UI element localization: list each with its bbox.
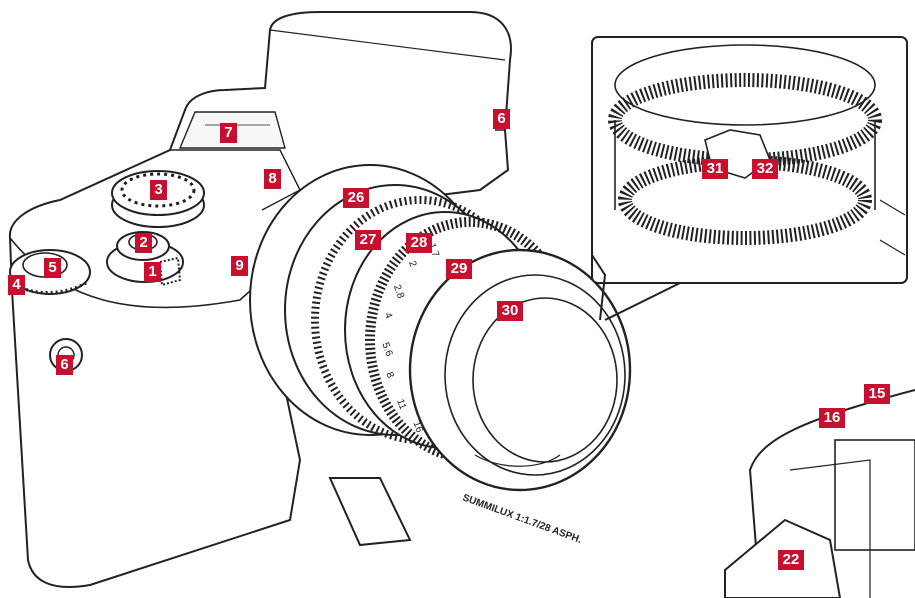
callout-5: 5 xyxy=(44,258,61,278)
lens-engraving: SUMMILUX 1:1.7/28 ASPH. xyxy=(461,492,583,545)
callout-28: 28 xyxy=(406,233,432,253)
callout-32: 32 xyxy=(752,159,778,179)
callout-22: 22 xyxy=(778,550,804,570)
callout-15: 15 xyxy=(864,384,890,404)
aperture-value: 16 xyxy=(411,420,425,435)
callout-6-left: 6 xyxy=(56,355,73,375)
callout-26: 26 xyxy=(343,188,369,208)
callout-8: 8 xyxy=(264,169,281,189)
aperture-value: 4 xyxy=(382,311,394,320)
body-crease xyxy=(269,29,506,61)
inset-lens-detail xyxy=(591,36,908,321)
callout-4: 4 xyxy=(8,275,25,295)
callout-29: 29 xyxy=(446,259,472,279)
callout-7: 7 xyxy=(220,123,237,143)
viewfinder-hump xyxy=(170,149,301,211)
aperture-value: 8 xyxy=(383,371,395,380)
callout-16: 16 xyxy=(819,408,845,428)
aperture-value: 2 xyxy=(406,260,418,269)
callout-1: 1 xyxy=(144,262,161,282)
callout-30: 30 xyxy=(497,301,523,321)
aperture-value: 2.8 xyxy=(391,283,406,300)
focus-tab xyxy=(328,477,412,547)
callout-9: 9 xyxy=(231,256,248,276)
lens-barrel xyxy=(249,164,632,492)
callout-3: 3 xyxy=(150,180,167,200)
callout-31: 31 xyxy=(702,159,728,179)
callout-2: 2 xyxy=(135,233,152,253)
aperture-value: 5.6 xyxy=(379,341,394,358)
callout-6-right: 6 xyxy=(493,109,510,129)
callout-27: 27 xyxy=(355,230,381,250)
aperture-value: 11 xyxy=(394,398,408,412)
